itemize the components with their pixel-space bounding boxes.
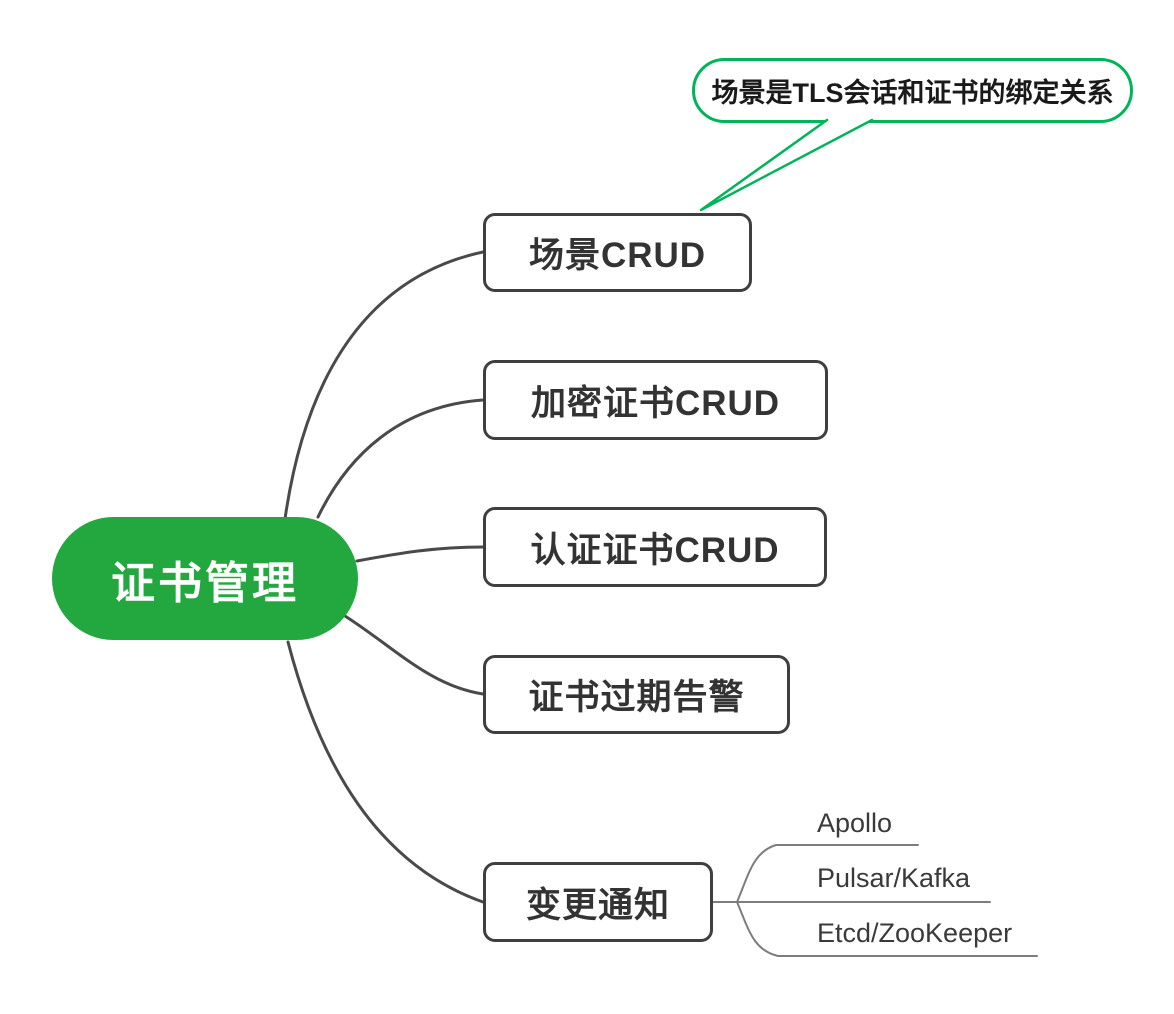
node-change-notify[interactable]: 变更通知: [483, 862, 713, 942]
node-auth-cert-crud-label: 认证证书CRUD: [530, 530, 780, 570]
node-encrypt-cert-crud-label: 加密证书CRUD: [530, 383, 781, 423]
branch-curve-scene: [283, 250, 485, 521]
branch-curve-expiry: [343, 614, 485, 696]
node-encrypt-cert-crud[interactable]: 加密证书CRUD: [483, 360, 828, 440]
child-node-etcd-zookeeper-label: Etcd/ZooKeeper: [817, 918, 1013, 948]
node-auth-cert-crud[interactable]: 认证证书CRUD: [483, 507, 827, 587]
child-node-pulsar-kafka-label: Pulsar/Kafka: [817, 863, 971, 893]
node-cert-expiry-alert-label: 证书过期告警: [528, 678, 745, 717]
callout-note[interactable]: 场景是TLS会话和证书的绑定关系: [692, 58, 1133, 123]
node-scene-crud-label: 场景CRUD: [528, 236, 707, 275]
child-node-etcd-zookeeper[interactable]: Etcd/ZooKeeper: [817, 918, 1012, 949]
root-node[interactable]: 证书管理: [52, 517, 358, 640]
callout-text: 场景是TLS会话和证书的绑定关系: [711, 78, 1114, 108]
callout-tail-shape: [699, 118, 874, 212]
root-node-label: 证书管理: [111, 558, 299, 608]
branch-curve-encrypt: [316, 398, 485, 519]
node-scene-crud[interactable]: 场景CRUD: [483, 213, 752, 292]
branch-curve-auth: [355, 545, 485, 563]
branch-curve-notify: [286, 640, 485, 904]
child-node-apollo[interactable]: Apollo: [817, 808, 892, 839]
child-node-apollo-label: Apollo: [817, 808, 893, 838]
child-node-pulsar-kafka[interactable]: Pulsar/Kafka: [817, 863, 970, 894]
node-change-notify-label: 变更通知: [525, 885, 670, 925]
node-cert-expiry-alert[interactable]: 证书过期告警: [483, 655, 790, 734]
